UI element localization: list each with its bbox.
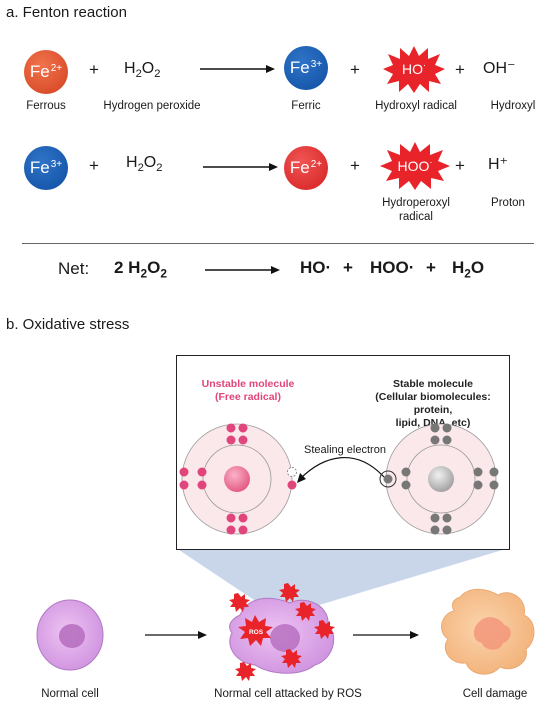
unstable-molecule [179,423,297,535]
ion-symbol: Fe [29,158,50,177]
plus-sign: + [350,60,360,79]
plus-sign: + [350,156,360,175]
net-label: Net: [58,259,90,278]
ferric-label: Ferric [291,100,321,112]
ferrous-label: Ferrous [26,100,66,112]
net-product-hydroperoxyl: HOO· [370,258,415,277]
unstable-molecule-title: Unstable molecule (Free radical) [192,378,304,404]
electron-icons [179,423,297,535]
ion-symbol: Fe [29,62,50,81]
hydroxyl-radical-burst-icon: HO· [383,46,445,93]
hydroxide-formula: OH⁻ [483,60,516,77]
plus-sign: + [426,258,436,277]
reaction-arrow [203,163,278,171]
hydrogen-peroxide-label: Hydrogen peroxide [103,100,201,112]
title-line: (Free radical) [215,391,281,403]
ion-charge: 2+ [310,158,323,170]
plus-sign: + [89,60,99,79]
net-product-water: H2O [452,258,485,281]
ion-symbol: Fe [289,58,310,77]
plus-sign: + [89,156,99,175]
title-line: Unstable molecule [201,378,295,390]
title-line: (Cellular biomolecules: protein, [375,391,491,416]
section-a-title: a. Fenton reaction [6,4,127,21]
ros-tag: ROS [249,629,264,636]
stolen-electron-marker [379,470,397,488]
hydroxyl-radical-label: Hydroxyl radical [375,100,457,112]
reaction-arrow [205,266,280,274]
net-reactant: 2 H2O2 [114,258,167,281]
normal-cell [36,599,104,671]
hydroperoxyl-radical-label: Hydroperoxyl radical [366,196,466,224]
ion-charge: 3+ [50,158,63,170]
missing-electron-icon [287,467,297,477]
stable-molecule [379,423,499,535]
plus-sign: + [343,258,353,277]
reaction-arrow [200,65,275,73]
plus-sign: + [455,60,465,79]
label-line: Hydroperoxyl [382,197,450,209]
plus-sign: + [455,156,465,175]
stable-molecule-title: Stable molecule (Cellular biomolecules: … [358,378,508,430]
proton-formula: H⁺ [488,156,508,173]
cell-damage-label: Cell damage [462,688,528,700]
label-line: radical [399,211,433,223]
molecule-diagram [179,423,499,535]
cell-illustrations: ROS [36,583,535,681]
stealing-electron-label: Stealing electron [304,444,386,456]
section-b-title: b. Oxidative stress [6,316,130,333]
hydroxyl-label: Hydroxyl [490,100,536,112]
hydroperoxyl-radical-burst-icon: HOO· [380,142,450,190]
damaged-cell [441,588,535,675]
ion-charge: 3+ [310,58,323,70]
proton-label: Proton [491,197,525,209]
ros-burst-icons [229,583,335,681]
steal-arrow [299,456,385,480]
ion-symbol: Fe [289,158,310,177]
net-product-hydroxyl: HO· [300,258,332,277]
attacked-cell-label: Normal cell attacked by ROS [214,688,362,700]
ion-charge: 2+ [50,62,63,74]
attacked-cell [229,583,335,681]
normal-cell-label: Normal cell [41,688,99,700]
title-line: Stable molecule [393,378,473,390]
divider [22,243,534,244]
svg-text:HOO·: HOO· [398,157,433,174]
electron-icons [401,423,499,535]
svg-text:HO·: HO· [402,60,426,77]
h2o2-formula: H2O2 [126,154,163,175]
h2o2-formula: H2O2 [124,60,161,81]
